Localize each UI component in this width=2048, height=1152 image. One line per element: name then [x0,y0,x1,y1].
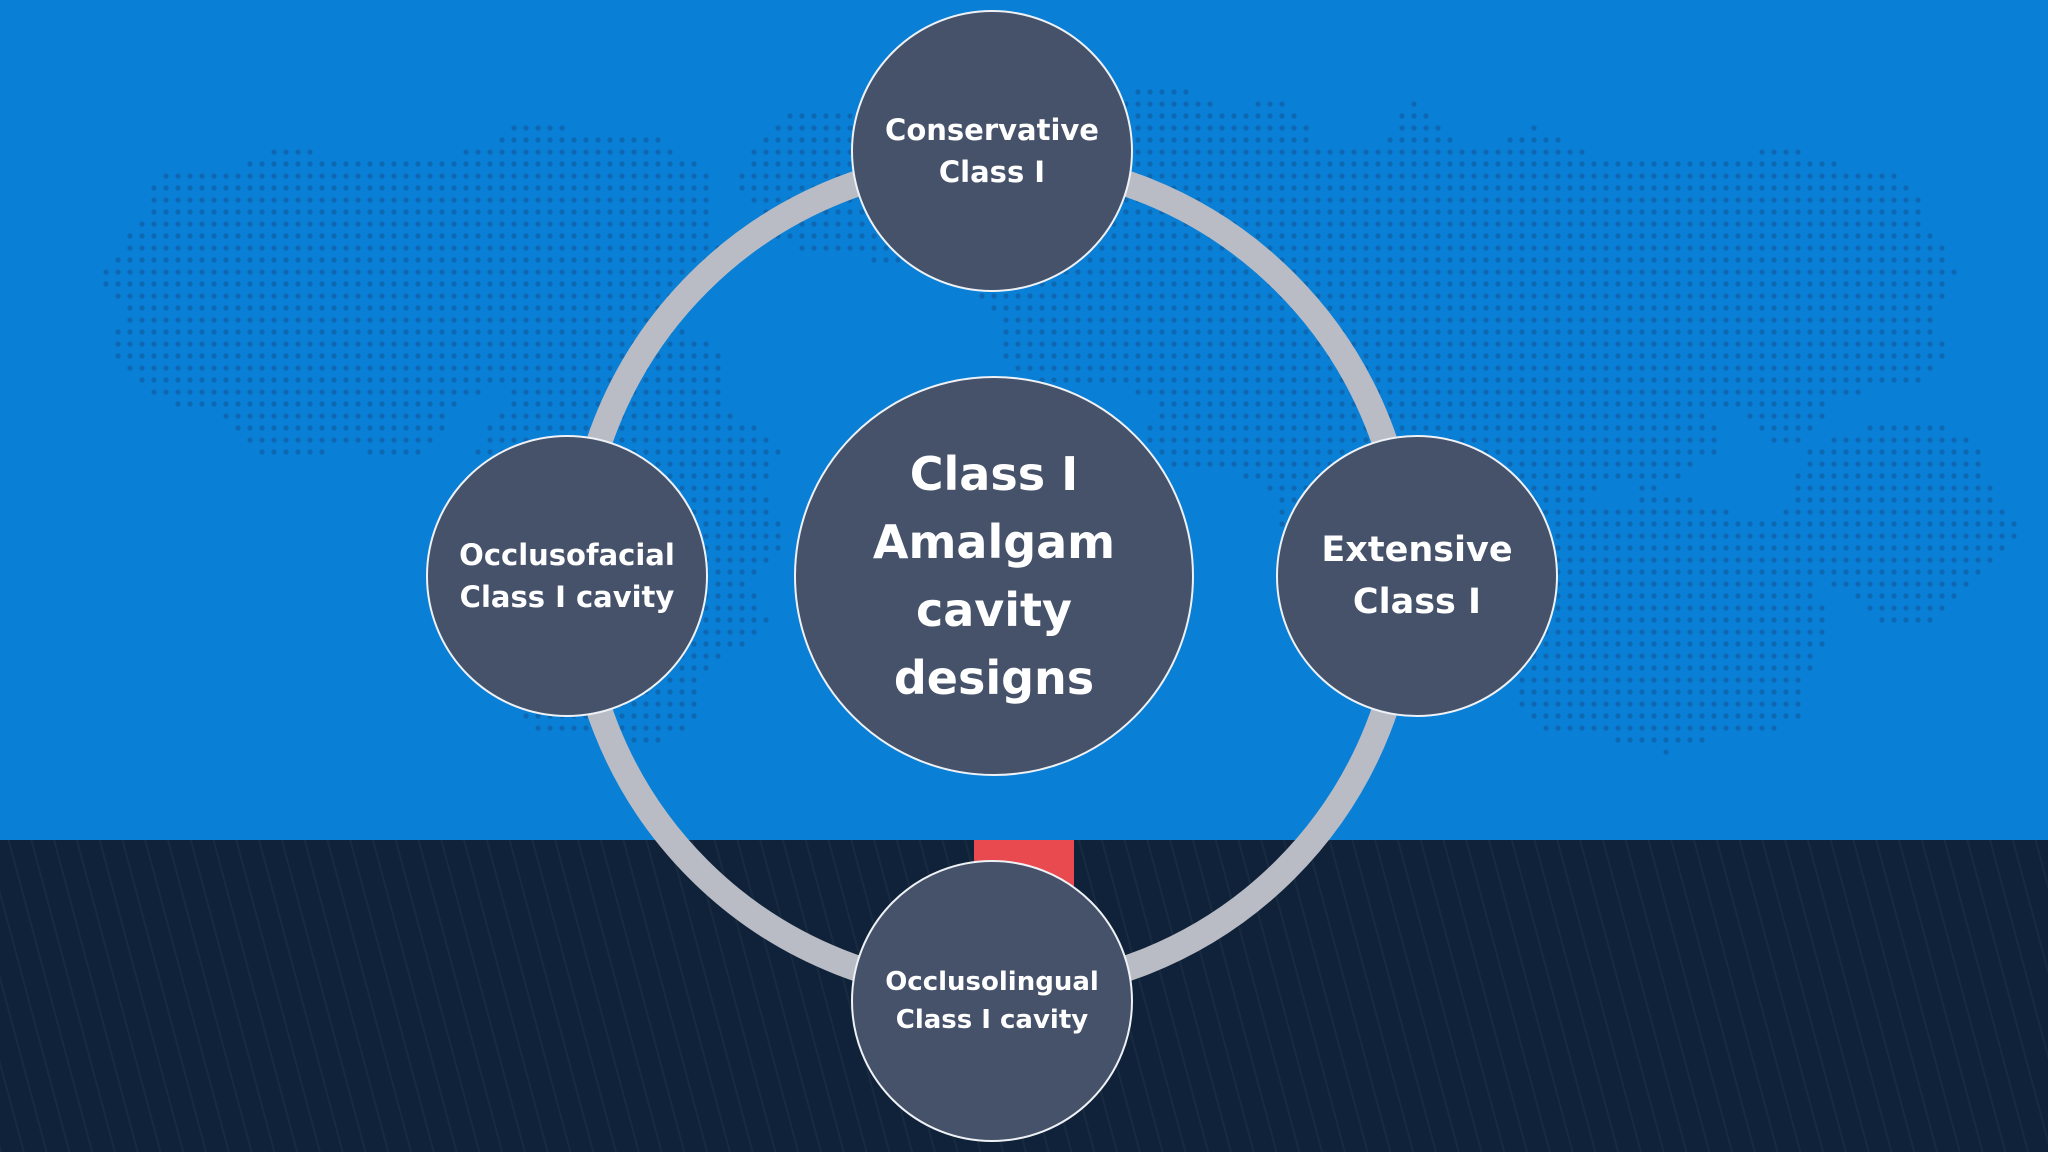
node-occlusolingual-class-i-cavity: Occlusolingual Class I cavity [851,860,1133,1142]
center-label: Class I Amalgam cavity designs [872,447,1116,705]
node-occlusofacial-class-i-cavity: Occlusofacial Class I cavity [426,435,708,717]
node-extensive-class-i: Extensive Class I [1276,435,1558,717]
node-label: Occlusofacial Class I cavity [459,538,675,614]
node-label: Extensive Class I [1321,530,1513,622]
node-label: Occlusolingual Class I cavity [885,967,1099,1035]
center-node-title: Class I Amalgam cavity designs [794,376,1194,776]
node-label: Conservative Class I [885,113,1099,189]
node-conservative-class-i: Conservative Class I [851,10,1133,292]
